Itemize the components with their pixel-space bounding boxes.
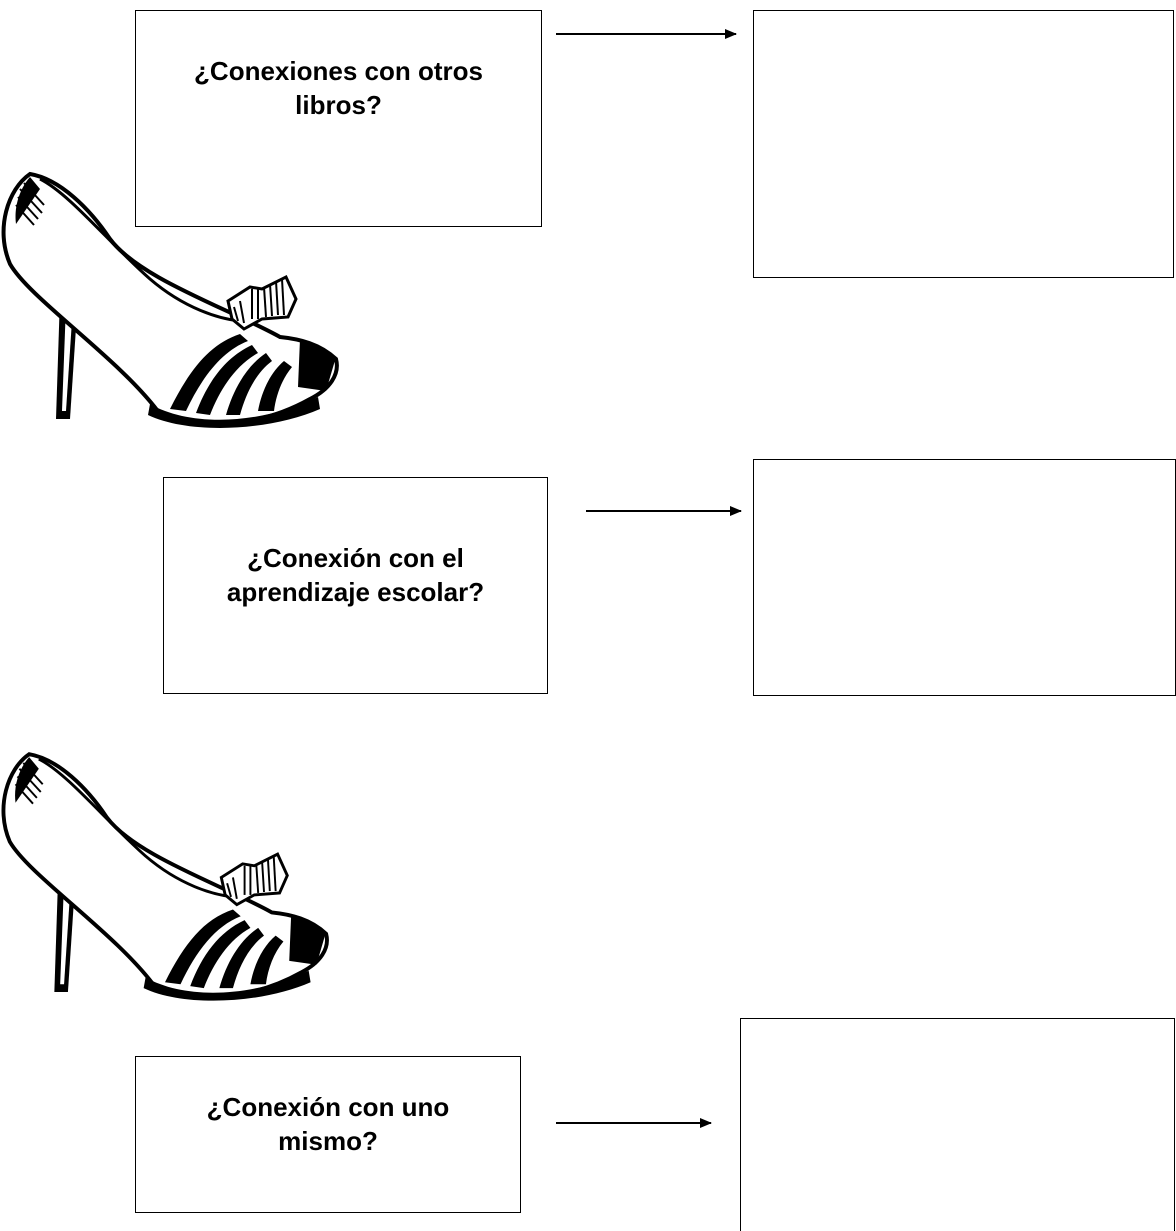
arrow-right-icon — [556, 1118, 712, 1128]
answer-box-other-books[interactable] — [753, 10, 1174, 278]
prompt-label: ¿Conexión con el aprendizaje escolar? — [226, 542, 485, 607]
prompt-box-self: ¿Conexión con uno mismo? — [135, 1056, 521, 1213]
arrow-right-icon — [586, 506, 742, 516]
high-heel-shoe-icon — [0, 738, 330, 1013]
answer-box-self[interactable] — [740, 1018, 1175, 1231]
prompt-box-school-learning: ¿Conexión con el aprendizaje escolar? — [163, 477, 548, 694]
prompt-box-other-books: ¿Conexiones con otros libros? — [135, 10, 542, 227]
prompt-label: ¿Conexiones con otros libros? — [194, 55, 483, 120]
arrow-right-icon — [556, 29, 737, 39]
prompt-label: ¿Conexión con uno mismo? — [206, 1091, 450, 1156]
answer-box-school-learning[interactable] — [753, 459, 1176, 696]
